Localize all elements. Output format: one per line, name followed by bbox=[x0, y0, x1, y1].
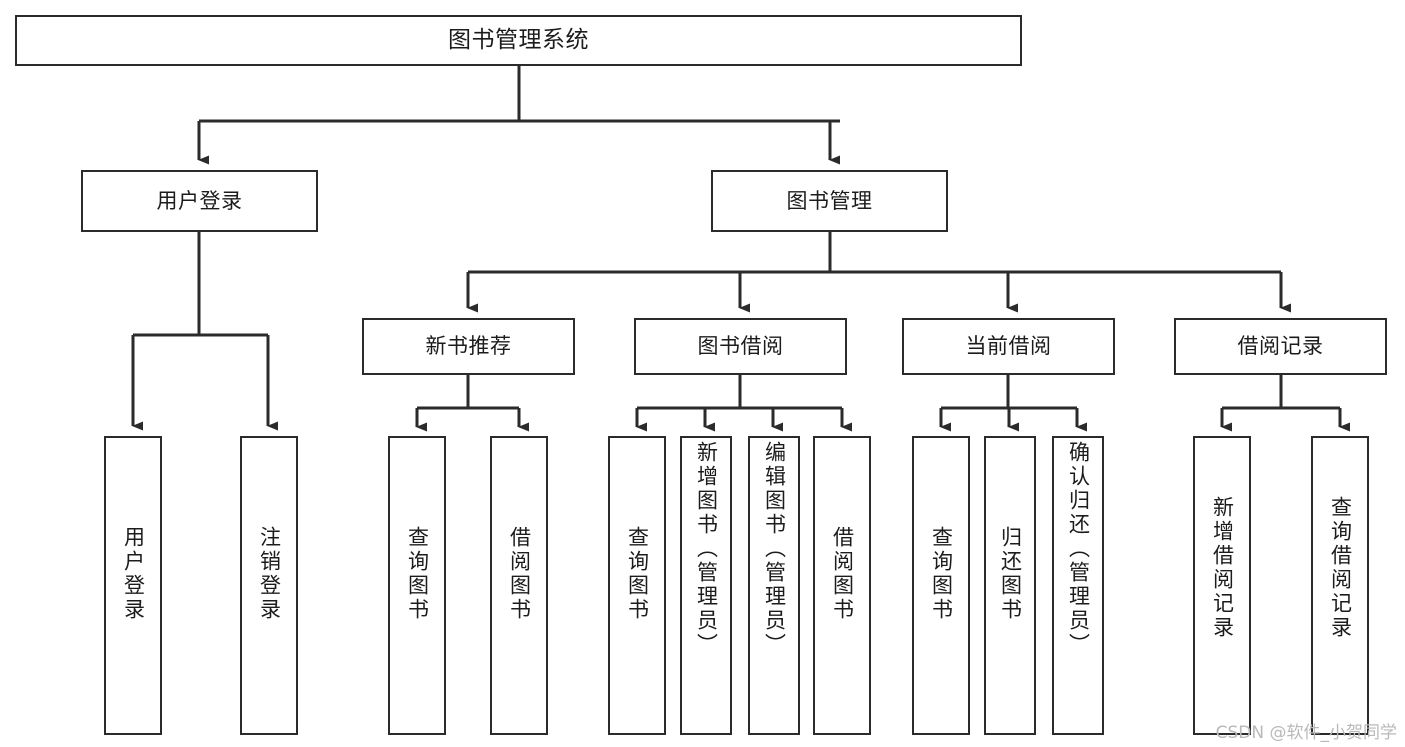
node-leaf-user-login[interactable]: 用户登录 bbox=[104, 436, 162, 735]
node-label: 当前借阅 bbox=[965, 334, 1052, 359]
node-label: 用户登录 bbox=[156, 188, 243, 213]
node-leaf-logout[interactable]: 注销登录 bbox=[240, 436, 298, 735]
node-label: 借阅图书 bbox=[830, 526, 855, 622]
node-label: 图书借阅 bbox=[697, 334, 784, 359]
node-label: 确认归还（管理员） bbox=[1066, 441, 1091, 657]
node-leaf-borrow-book-1[interactable]: 借阅图书 bbox=[490, 436, 548, 735]
node-leaf-borrow-book-2[interactable]: 借阅图书 bbox=[813, 436, 871, 735]
node-leaf-query-book-2[interactable]: 查询图书 bbox=[608, 436, 666, 735]
node-label: 图书管理系统 bbox=[448, 26, 589, 53]
node-label: 图书管理 bbox=[786, 188, 873, 213]
node-current-borrow[interactable]: 当前借阅 bbox=[902, 318, 1115, 375]
node-label: 借阅记录 bbox=[1237, 334, 1324, 359]
node-label: 新增图书（管理员） bbox=[694, 441, 719, 657]
node-root-book-management-system[interactable]: 图书管理系统 bbox=[15, 15, 1022, 66]
node-label: 编辑图书（管理员） bbox=[762, 441, 787, 657]
node-leaf-confirm-return-admin[interactable]: 确认归还（管理员） bbox=[1052, 436, 1104, 735]
node-leaf-query-book-1[interactable]: 查询图书 bbox=[388, 436, 446, 735]
node-borrow-record[interactable]: 借阅记录 bbox=[1174, 318, 1387, 375]
node-label: 借阅图书 bbox=[507, 526, 532, 622]
node-label: 查询图书 bbox=[405, 526, 430, 622]
node-book-management[interactable]: 图书管理 bbox=[711, 170, 948, 232]
node-label: 新书推荐 bbox=[425, 334, 512, 359]
node-leaf-return-book[interactable]: 归还图书 bbox=[984, 436, 1036, 735]
node-leaf-edit-book-admin[interactable]: 编辑图书（管理员） bbox=[748, 436, 800, 735]
node-leaf-query-borrow-record[interactable]: 查询借阅记录 bbox=[1311, 436, 1369, 735]
node-label: 查询借阅记录 bbox=[1328, 496, 1353, 640]
node-label: 查询图书 bbox=[929, 526, 954, 622]
node-leaf-add-borrow-record[interactable]: 新增借阅记录 bbox=[1193, 436, 1251, 735]
node-user-login[interactable]: 用户登录 bbox=[81, 170, 318, 232]
node-new-book-recommend[interactable]: 新书推荐 bbox=[362, 318, 575, 375]
node-label: 新增借阅记录 bbox=[1210, 496, 1235, 640]
node-label: 用户登录 bbox=[121, 526, 146, 622]
node-leaf-query-book-3[interactable]: 查询图书 bbox=[912, 436, 970, 735]
node-label: 注销登录 bbox=[257, 526, 282, 622]
node-label: 归还图书 bbox=[998, 526, 1023, 622]
node-book-borrow[interactable]: 图书借阅 bbox=[634, 318, 847, 375]
node-leaf-add-book-admin[interactable]: 新增图书（管理员） bbox=[680, 436, 732, 735]
node-label: 查询图书 bbox=[625, 526, 650, 622]
